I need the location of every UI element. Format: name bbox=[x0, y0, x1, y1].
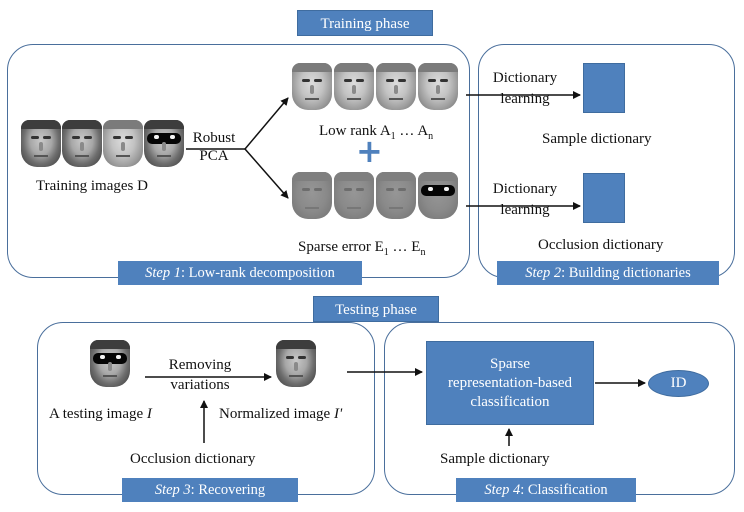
learning-line: learning bbox=[500, 91, 550, 107]
testing-image-var: I bbox=[146, 406, 152, 422]
sparse-error-sub1: 1 bbox=[383, 247, 389, 258]
plus-icon: + bbox=[356, 132, 383, 170]
sample-dictionary-label-step4: Sample dictionary bbox=[440, 451, 550, 467]
removing-line: Removing bbox=[168, 357, 232, 373]
normalized-image-label: Normalized image I' bbox=[219, 405, 342, 423]
normalized-image-var: I' bbox=[333, 406, 343, 422]
removing-variations-label: Removing variations bbox=[150, 356, 250, 394]
dictionary-line: Dictionary bbox=[492, 181, 558, 197]
pca-line: PCA bbox=[199, 148, 229, 164]
step3-label: Step 3: Recovering bbox=[122, 478, 298, 502]
step1-label: Step 1: Low-rank decomposition bbox=[118, 261, 362, 285]
training-face-icon bbox=[103, 120, 143, 167]
learning-line: learning bbox=[500, 202, 550, 218]
step3-prefix: Step 3 bbox=[154, 482, 191, 498]
training-face-icon bbox=[62, 120, 102, 167]
robust-line: Robust bbox=[192, 130, 236, 146]
dictionary-learning-label-top: Dictionary learning bbox=[482, 69, 568, 108]
sparse-error-sunglasses-icon bbox=[418, 172, 458, 219]
representation-line: representation-based bbox=[447, 374, 573, 391]
training-images-label: Training images D bbox=[36, 178, 148, 194]
sparse-error-label: Sparse error E1 … En bbox=[298, 238, 425, 262]
step1-prefix: Step 1 bbox=[145, 265, 181, 281]
testing-image-text: A testing image bbox=[49, 406, 147, 422]
training-phase-label: Training phase bbox=[297, 10, 433, 36]
occlusion-dictionary-label: Occlusion dictionary bbox=[538, 237, 664, 253]
sparse-error-text: Sparse error E bbox=[298, 239, 384, 255]
step2-text: : Building dictionaries bbox=[561, 265, 691, 281]
variations-line: variations bbox=[170, 377, 230, 393]
testing-image-label: A testing image I bbox=[49, 405, 152, 423]
step2-label: Step 2: Building dictionaries bbox=[497, 261, 719, 285]
low-rank-face-icon bbox=[334, 63, 374, 110]
low-rank-text: Low rank A bbox=[319, 123, 391, 139]
step1-text: : Low-rank decomposition bbox=[181, 265, 335, 281]
occlusion-dictionary-box bbox=[583, 173, 625, 223]
step3-text: : Recovering bbox=[190, 482, 266, 498]
training-face-sunglasses-icon bbox=[144, 120, 184, 167]
occlusion-dictionary-label-step3: Occlusion dictionary bbox=[130, 451, 256, 467]
sparse-error-face-icon bbox=[292, 172, 332, 219]
normalized-face-icon bbox=[276, 340, 316, 387]
low-rank-sub1: 1 bbox=[390, 131, 396, 142]
sparse-error-face-icon bbox=[376, 172, 416, 219]
low-rank-face-icon bbox=[418, 63, 458, 110]
step4-label: Step 4: Classification bbox=[456, 478, 636, 502]
step2-prefix: Step 2 bbox=[525, 265, 562, 281]
low-rank-dots: … A bbox=[395, 123, 429, 139]
normalized-image-text: Normalized image bbox=[219, 406, 334, 422]
low-rank-face-icon bbox=[292, 63, 332, 110]
low-rank-face-icon bbox=[376, 63, 416, 110]
sparse-error-face-icon bbox=[334, 172, 374, 219]
step4-prefix: Step 4 bbox=[484, 482, 521, 498]
id-output-oval: ID bbox=[648, 370, 709, 397]
robust-pca-label: Robust PCA bbox=[186, 129, 242, 165]
sparse-error-subn: n bbox=[420, 247, 426, 258]
sample-dictionary-box bbox=[583, 63, 625, 113]
sample-dictionary-label: Sample dictionary bbox=[542, 131, 652, 147]
classification-line: classification bbox=[470, 393, 550, 410]
low-rank-label: Low rank A1 … An bbox=[319, 122, 433, 146]
sparse-classification-box: Sparse representation-based classificati… bbox=[426, 341, 594, 425]
testing-face-sunglasses-icon bbox=[90, 340, 130, 387]
sparse-line: Sparse bbox=[489, 355, 530, 372]
testing-phase-label: Testing phase bbox=[313, 296, 439, 322]
dictionary-learning-label-bottom: Dictionary learning bbox=[482, 180, 568, 219]
low-rank-subn: n bbox=[428, 131, 434, 142]
sparse-error-dots: … E bbox=[388, 239, 421, 255]
dictionary-line: Dictionary bbox=[492, 70, 558, 86]
training-face-icon bbox=[21, 120, 61, 167]
step4-text: : Classification bbox=[520, 482, 608, 498]
